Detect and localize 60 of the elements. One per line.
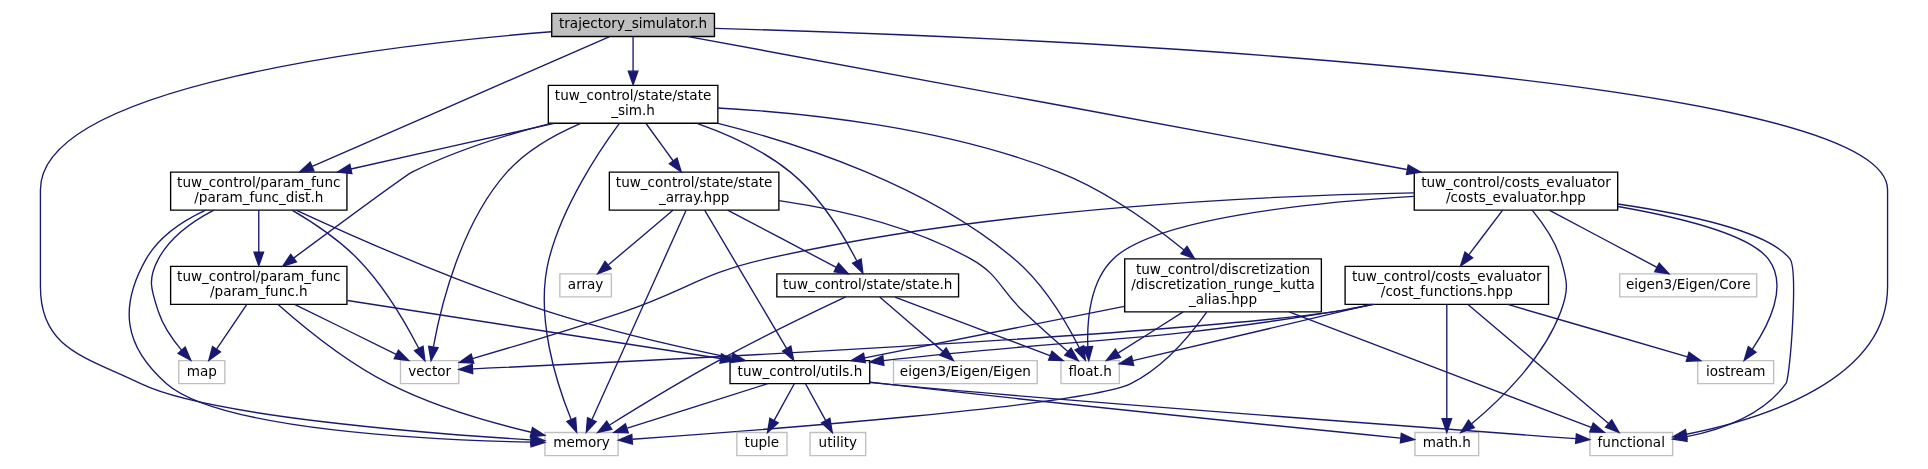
arrow: [726, 209, 851, 275]
node-box: tuw_control/state/state.h: [776, 273, 960, 298]
arrow: [696, 122, 864, 276]
arrow: [294, 303, 411, 362]
arrow: [253, 209, 265, 268]
node-box: tuw_control/state/state _array.hpp: [608, 171, 780, 211]
node-box: iostream: [1697, 359, 1775, 385]
node-box: tuw_control/state/state _sim.h: [547, 84, 719, 124]
arrow: [1082, 195, 1415, 363]
arrow: [645, 122, 683, 174]
node-box: utility: [809, 431, 867, 457]
arrow: [297, 35, 611, 173]
node-box: eigen3/Eigen/Eigen: [892, 359, 1038, 385]
node-box: tuw_control/param_func /param_func_dist.h: [169, 171, 348, 211]
node-box: tuw_control/utils.h: [729, 359, 871, 385]
arrow: [596, 296, 847, 434]
arrow: [1467, 303, 1621, 434]
arrow: [207, 303, 248, 363]
node-box: tuw_control/param_func /param_func.h: [169, 265, 348, 305]
node-box: vector: [399, 359, 460, 385]
node-box: memory: [544, 431, 619, 457]
arrow: [1548, 209, 1671, 275]
arrow: [804, 383, 834, 435]
arrow: [611, 383, 769, 434]
node-box: tuple: [736, 431, 788, 457]
arrow: [627, 36, 639, 87]
node-box: math.h: [1414, 431, 1480, 457]
arrow: [1288, 311, 1607, 434]
arrow: [869, 381, 1592, 445]
node-box: trajectory_simulator.h: [551, 12, 716, 38]
node-box: array: [559, 273, 613, 298]
arrow: [1104, 311, 1184, 362]
arrow: [687, 35, 1423, 176]
node-box: tuw_control/costs_evaluator /cost_functions.hpp: [1344, 265, 1550, 305]
arrow: [596, 209, 674, 276]
arrow: [1507, 303, 1703, 363]
arrow: [867, 303, 1373, 367]
arrow: [543, 123, 620, 435]
arrow: [879, 296, 955, 362]
arrow: [291, 209, 426, 363]
arrow: [766, 383, 795, 435]
node-box: tuw_control/discretization /discretization_runge_kutta _alias.hpp: [1124, 258, 1323, 313]
arrow: [1441, 303, 1453, 435]
arrow: [585, 209, 687, 434]
node-box: float.h: [1060, 359, 1120, 385]
node-box: map: [178, 359, 226, 385]
arrow: [456, 303, 1375, 375]
arrow: [616, 311, 1208, 445]
arrow: [277, 303, 547, 438]
arrow: [1459, 209, 1504, 268]
arrow: [427, 122, 581, 363]
arrow: [717, 107, 1197, 260]
node-box: functional: [1589, 431, 1674, 457]
node-box: tuw_control/costs_evaluator /costs_evaluator.hpp: [1413, 171, 1619, 211]
arrow: [1459, 209, 1568, 434]
arrow: [281, 122, 552, 268]
arrow: [335, 122, 555, 175]
arrow: [894, 296, 1065, 362]
arrow: [150, 209, 215, 362]
node-box: eigen3/Eigen/Core: [1619, 273, 1758, 298]
